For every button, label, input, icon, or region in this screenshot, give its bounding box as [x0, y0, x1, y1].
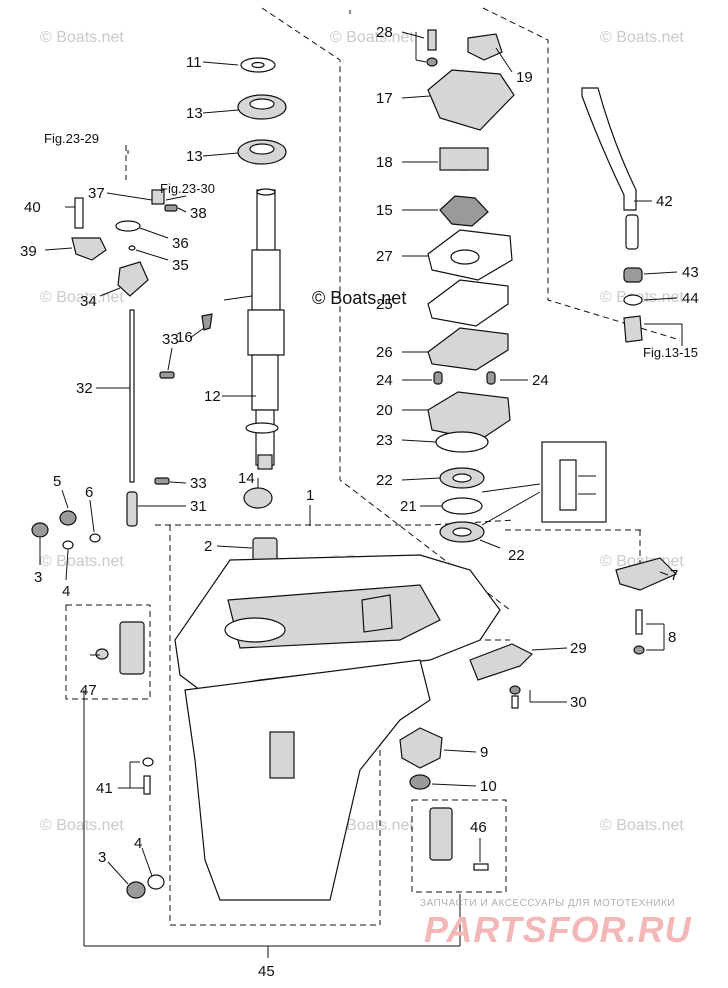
part-label-11: 11 [186, 54, 202, 71]
part-label-1: 1 [306, 487, 314, 504]
watermark: © Boats.net [600, 29, 684, 46]
watermark: © Boats.net [600, 817, 684, 834]
part-label-35: 35 [172, 257, 189, 274]
part-label-24: 24 [532, 372, 549, 389]
fig-ref-13-15: Fig.13-15 [643, 345, 698, 360]
part-label-42: 42 [656, 193, 673, 210]
part-label-5: 5 [53, 473, 61, 490]
banner-tagline: ЗАПЧАСТИ И АКСЕССУАРЫ ДЛЯ МОТОТЕХНИКИ [420, 898, 675, 909]
part-label-8: 8 [668, 629, 676, 646]
part-label-29: 29 [570, 640, 587, 657]
part-labels: 11 13 13 12 16 14 28 19 17 18 15 27 25 2… [20, 24, 699, 980]
frame-46 [411, 799, 507, 893]
part-label-31: 31 [190, 498, 207, 515]
part-label-17: 17 [376, 90, 393, 107]
part-label-41: 41 [96, 780, 113, 797]
banner-brand: PARTSFOR.RU [424, 909, 692, 950]
part-label-37: 37 [88, 185, 105, 202]
part-label-12: 12 [204, 388, 221, 405]
part-label-14: 14 [238, 470, 255, 487]
part-label-45: 45 [258, 963, 275, 980]
lower-casing [174, 554, 501, 901]
watermark: © Boats.net [40, 29, 124, 46]
part-label-40: 40 [24, 199, 41, 216]
part-label-27: 27 [376, 248, 393, 265]
part-label-3: 3 [34, 569, 42, 586]
part-label-43: 43 [682, 264, 699, 281]
part-label-24: 24 [376, 372, 393, 389]
part-label-4: 4 [134, 835, 142, 852]
water-tube-parts [581, 87, 643, 343]
watermark: © Boats.net [330, 29, 414, 46]
part-label-6: 6 [85, 484, 93, 501]
part-label-28: 28 [376, 24, 393, 41]
part-label-9: 9 [480, 744, 488, 761]
shift-rod-assembly [71, 189, 213, 527]
part-label-20: 20 [376, 402, 393, 419]
part-label-26: 26 [376, 344, 393, 361]
leader-lines [39, 31, 683, 958]
driveshaft [237, 57, 287, 470]
part-label-15: 15 [376, 202, 393, 219]
part-label-25: 25 [376, 296, 393, 313]
part-label-46: 46 [470, 819, 487, 836]
watermark: © Boats.net [40, 289, 124, 306]
watermark: © Boats.net [330, 817, 414, 834]
watermark: © Boats.net [40, 553, 124, 570]
part-label-30: 30 [570, 694, 587, 711]
part-label-18: 18 [376, 154, 393, 171]
part-label-13: 13 [186, 105, 203, 122]
part-label-3: 3 [98, 849, 106, 866]
part-label-39: 39 [20, 243, 37, 260]
part-label-7: 7 [670, 567, 678, 584]
small-parts [31, 487, 278, 565]
part-label-16: 16 [176, 329, 193, 346]
part-label-47: 47 [80, 682, 97, 699]
water-pump-stack [426, 29, 515, 543]
part-label-22: 22 [508, 547, 525, 564]
part-label-10: 10 [480, 778, 497, 795]
part-label-19: 19 [516, 69, 533, 86]
gear-and-trim-parts [95, 557, 678, 899]
part-label-32: 32 [76, 380, 93, 397]
frame-47 [65, 604, 151, 700]
part-label-21: 21 [400, 498, 417, 515]
part-label-2: 2 [204, 538, 212, 555]
figure-references: Fig.23-29 Fig.23-30 Fig.13-15 [44, 131, 698, 360]
part-label-44: 44 [682, 290, 699, 307]
watermark: © Boats.net [40, 817, 124, 834]
part-label-33: 33 [190, 475, 207, 492]
part-label-13: 13 [186, 148, 203, 165]
part-label-23: 23 [376, 432, 393, 449]
fig-ref-23-30: Fig.23-30 [160, 181, 215, 196]
watermark: © Boats.net [600, 289, 684, 306]
part-label-36: 36 [172, 235, 189, 252]
part-label-4: 4 [62, 583, 70, 600]
part-label-38: 38 [190, 205, 207, 222]
fig-ref-23-29: Fig.23-29 [44, 131, 99, 146]
part-label-22: 22 [376, 472, 393, 489]
copyright-mark: © Boats.net [312, 288, 406, 308]
partsfor-banner: ЗАПЧАСТИ И АКСЕССУАРЫ ДЛЯ МОТОТЕХНИКИ PA… [420, 898, 692, 950]
part-label-34: 34 [80, 293, 97, 310]
seal-orientation-inset [481, 441, 607, 526]
part-label-33: 33 [162, 331, 179, 348]
